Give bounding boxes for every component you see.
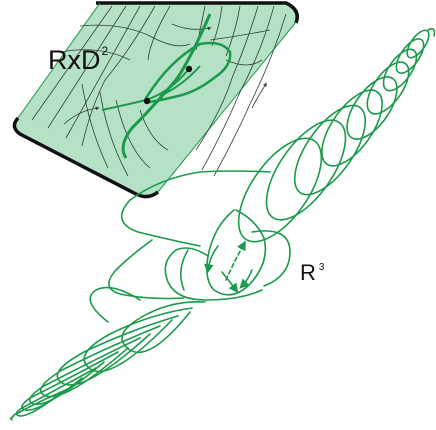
flow-arrow-dashed [226, 244, 244, 280]
space-label-exponent: 3 [319, 262, 325, 273]
lower-tail [12, 288, 205, 420]
flow-arrow-lower [222, 272, 236, 290]
solid-torus-label: RxD2 [48, 45, 108, 74]
plate-surface [14, 2, 296, 196]
solid-torus-label-base: RxD [48, 45, 101, 75]
solid-torus-label-exponent: 2 [102, 44, 109, 58]
solid-torus-plate [14, 2, 297, 197]
space-label-base: R [300, 260, 316, 285]
